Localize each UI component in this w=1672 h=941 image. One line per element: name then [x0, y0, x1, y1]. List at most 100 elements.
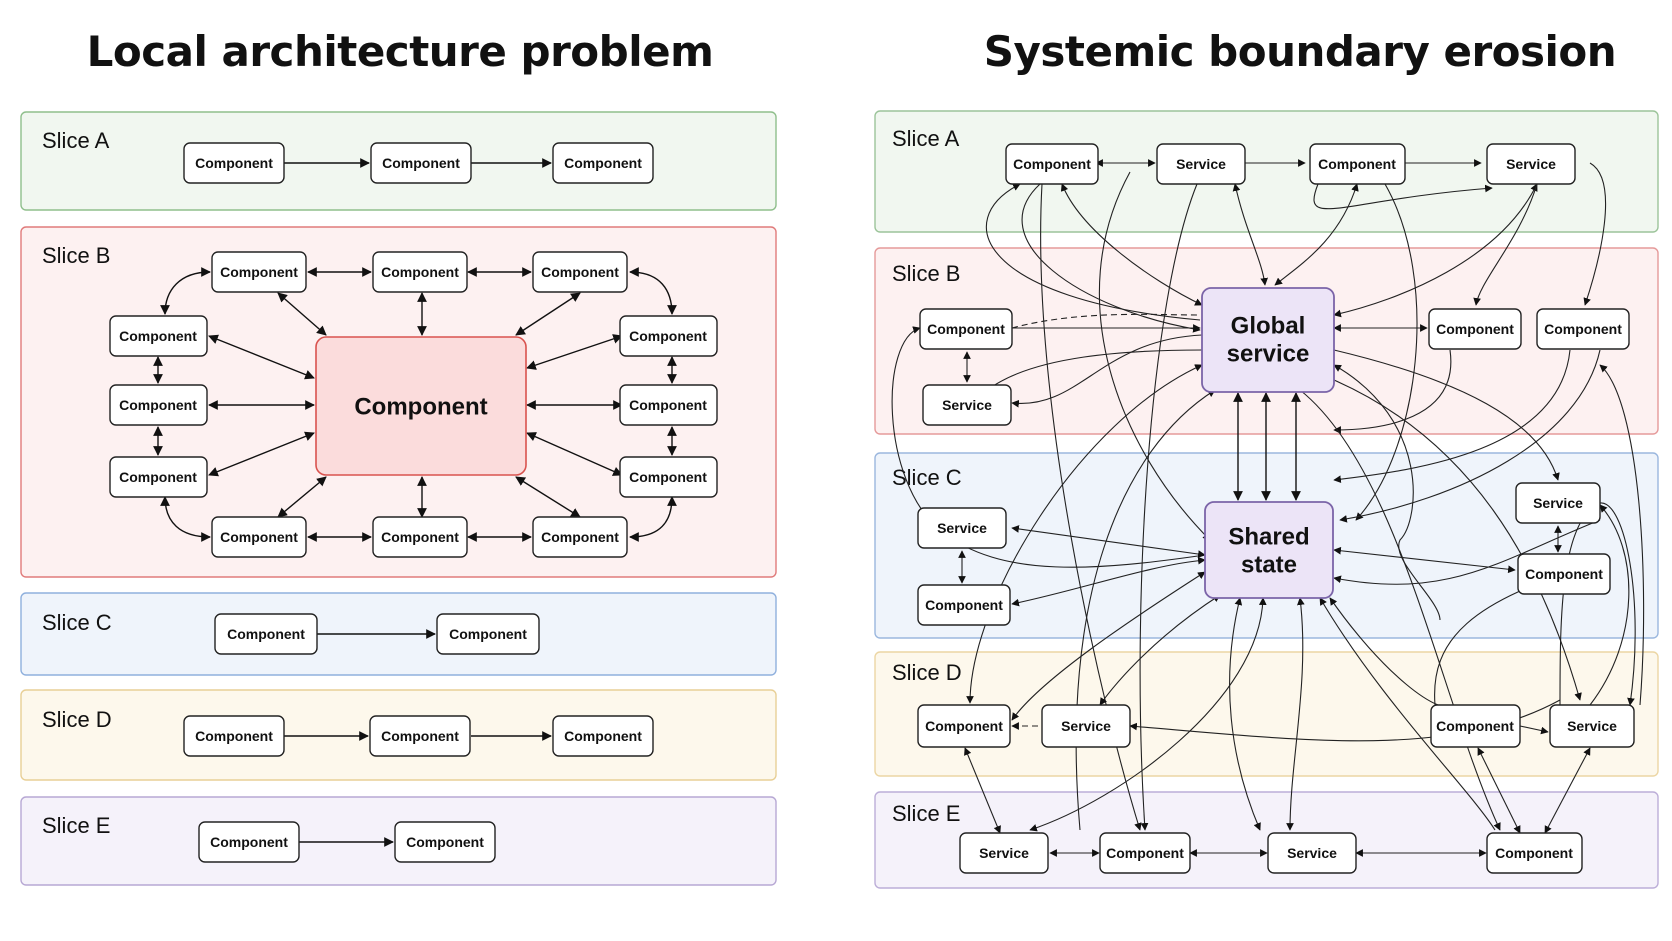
node-label: Component — [1436, 718, 1514, 734]
l-b-right3[interactable]: Component — [619, 456, 718, 498]
shared-state-line2: state — [1241, 552, 1297, 579]
l-b-top3[interactable]: Component — [532, 251, 628, 293]
r-b-component-right1[interactable]: Component — [1428, 308, 1522, 350]
node-label: Service — [1061, 718, 1111, 734]
l-a1[interactable]: Component — [183, 142, 285, 184]
l-b-left1[interactable]: Component — [109, 315, 208, 357]
left-slice-b-label: Slice B — [42, 243, 110, 268]
l-b-top1[interactable]: Component — [211, 251, 307, 293]
r-c-component-left[interactable]: Component — [917, 584, 1011, 626]
node-label: Service — [1506, 156, 1556, 172]
r-b-component-right2[interactable]: Component — [1536, 308, 1630, 350]
r-d-service-left[interactable]: Service — [1041, 704, 1131, 748]
l-b-bot3[interactable]: Component — [532, 516, 628, 558]
node-label: Component — [119, 469, 197, 485]
right-slice-e-label: Slice E — [892, 801, 960, 826]
node-label: Component — [449, 626, 527, 642]
r-d-component-right[interactable]: Component — [1430, 704, 1521, 748]
right-slice-b-label: Slice B — [892, 261, 960, 286]
r-shared-state[interactable]: Shared state — [1204, 501, 1334, 599]
node-label: Service — [1567, 718, 1617, 734]
right-nodes: Component Service Component Service Comp… — [917, 143, 1635, 874]
left-panel: Slice A Slice B Slice C Slice D Slice E — [20, 111, 777, 886]
node-label: Component — [406, 834, 484, 850]
node-label: Component — [1544, 321, 1622, 337]
r-a-service2[interactable]: Service — [1486, 143, 1576, 185]
left-slice-d-label: Slice D — [42, 707, 112, 732]
r-e-component1[interactable]: Component — [1099, 832, 1191, 874]
node-label: Component — [629, 397, 707, 413]
node-label: Component — [119, 328, 197, 344]
r-c-component-right[interactable]: Component — [1517, 553, 1611, 595]
node-label: Service — [1176, 156, 1226, 172]
global-service-line1: Global — [1231, 313, 1306, 340]
r-d-service-right[interactable]: Service — [1549, 704, 1635, 748]
l-a2[interactable]: Component — [370, 142, 472, 184]
node-label: Component — [220, 529, 298, 545]
r-a-service1[interactable]: Service — [1156, 143, 1246, 185]
l-b-right1[interactable]: Component — [619, 315, 718, 357]
l-b-bot2[interactable]: Component — [372, 516, 468, 558]
left-slice-a-label: Slice A — [42, 128, 110, 153]
r-c-service-left[interactable]: Service — [917, 507, 1007, 549]
left-title: Local architecture problem — [87, 27, 714, 76]
r-b-component-left[interactable]: Component — [919, 308, 1013, 350]
node-label: Component — [1106, 845, 1184, 861]
r-e-service1[interactable]: Service — [959, 832, 1049, 874]
left-edges — [153, 158, 677, 847]
right-edges — [891, 159, 1645, 857]
node-label: Component — [564, 728, 642, 744]
l-d1[interactable]: Component — [183, 715, 285, 757]
node-label: Component — [210, 834, 288, 850]
shared-state-line1: Shared — [1228, 524, 1309, 551]
node-label: Component — [925, 718, 1003, 734]
l-b-bot1[interactable]: Component — [211, 516, 307, 558]
node-label: Component — [1525, 566, 1603, 582]
r-a-component1[interactable]: Component — [1005, 143, 1099, 185]
node-label: Component — [381, 264, 459, 280]
right-slice-c-label: Slice C — [892, 465, 962, 490]
l-e2[interactable]: Component — [394, 821, 496, 863]
node-label: Component — [220, 264, 298, 280]
l-b-central[interactable]: Component — [315, 336, 527, 476]
node-label: Component — [629, 469, 707, 485]
node-label: Component — [541, 264, 619, 280]
node-label: Component — [195, 728, 273, 744]
central-component-label: Component — [354, 394, 487, 421]
left-slice-c-label: Slice C — [42, 610, 112, 635]
node-label: Service — [979, 845, 1029, 861]
l-b-left2[interactable]: Component — [109, 384, 208, 426]
node-label: Component — [382, 155, 460, 171]
l-b-right2[interactable]: Component — [619, 384, 718, 426]
r-e-component2[interactable]: Component — [1486, 832, 1583, 874]
l-d3[interactable]: Component — [552, 715, 654, 757]
l-c2[interactable]: Component — [436, 613, 540, 655]
node-label: Component — [1495, 845, 1573, 861]
l-e1[interactable]: Component — [198, 821, 300, 863]
r-global-service[interactable]: Global service — [1201, 287, 1335, 393]
l-b-left3[interactable]: Component — [109, 456, 208, 498]
l-b-top2[interactable]: Component — [372, 251, 468, 293]
l-d2[interactable]: Component — [369, 715, 471, 757]
node-label: Component — [541, 529, 619, 545]
l-c1[interactable]: Component — [214, 613, 318, 655]
right-title: Systemic boundary erosion — [984, 27, 1616, 76]
node-label: Component — [1436, 321, 1514, 337]
node-label: Component — [927, 321, 1005, 337]
r-c-service-right[interactable]: Service — [1515, 482, 1601, 524]
node-label: Service — [942, 397, 992, 413]
r-a-component2[interactable]: Component — [1309, 143, 1406, 185]
node-label: Component — [564, 155, 642, 171]
node-label: Component — [1318, 156, 1396, 172]
r-e-service2[interactable]: Service — [1267, 832, 1357, 874]
node-label: Service — [1287, 845, 1337, 861]
r-b-service-left[interactable]: Service — [922, 384, 1012, 426]
right-panel: Slice A Slice B Slice C Slice D Slice E — [874, 110, 1659, 889]
right-slice-a-label: Slice A — [892, 126, 960, 151]
l-a3[interactable]: Component — [552, 142, 654, 184]
r-d-component-left[interactable]: Component — [917, 704, 1011, 748]
left-slice-e-label: Slice E — [42, 813, 110, 838]
node-label: Component — [1013, 156, 1091, 172]
node-label: Component — [195, 155, 273, 171]
node-label: Component — [381, 728, 459, 744]
